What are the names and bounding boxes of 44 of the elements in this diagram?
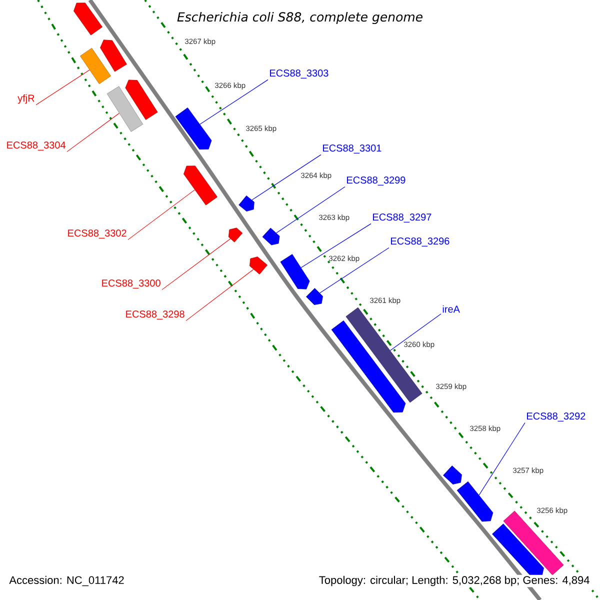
leader-line <box>320 247 390 294</box>
gene-block <box>74 2 102 36</box>
gene-block <box>238 196 254 212</box>
leader-line <box>200 79 268 125</box>
leader-line <box>66 112 120 152</box>
gene-block <box>443 466 462 484</box>
gene-label: ECS88_3298 <box>126 310 184 320</box>
leader-line <box>128 190 196 240</box>
gene-block <box>80 48 111 84</box>
gene-label: ireA <box>442 305 460 313</box>
gene-block <box>106 86 144 132</box>
gene-label: ECS88_3301 <box>323 144 382 154</box>
gene-block <box>250 256 268 274</box>
leader-line <box>252 154 322 200</box>
gene-label: ECS88_3300 <box>102 280 160 288</box>
leader-line <box>300 223 372 268</box>
leader-line <box>276 186 346 234</box>
gene-block <box>306 288 323 305</box>
gene-block <box>125 80 158 120</box>
gene-label: ECS88_3304 <box>7 142 66 150</box>
gene-block <box>228 228 243 242</box>
gene-block <box>331 320 406 413</box>
footer-text: Topology: circular; Length: 5,032,268 bp; Genes: 4,894 <box>318 574 591 588</box>
title: Escherichia coli S88, complete genome <box>177 12 422 24</box>
gene-block <box>175 108 212 150</box>
leader-line <box>390 314 442 351</box>
leader-line <box>162 238 231 290</box>
footer-text: Accession: NC_011742 <box>8 574 126 588</box>
leader-line <box>186 269 254 321</box>
gene-block <box>346 307 422 403</box>
leader-line <box>36 70 90 106</box>
gene-block <box>100 40 127 72</box>
gene-label: ECS88_3303 <box>270 70 328 78</box>
gene-label: ECS88_3296 <box>391 238 450 246</box>
gene-label: ECS88_3292 <box>527 412 586 422</box>
leader-line <box>478 422 526 496</box>
gene-label: ECS88_3299 <box>347 176 406 186</box>
gene-block <box>184 166 218 206</box>
gene-block <box>280 254 310 290</box>
gene-block <box>456 481 494 522</box>
gene-block <box>262 228 280 246</box>
gene-label: ECS88_3302 <box>68 230 126 238</box>
gene-label: yfjR <box>18 94 34 104</box>
gene-label: ECS88_3297 <box>373 214 432 222</box>
